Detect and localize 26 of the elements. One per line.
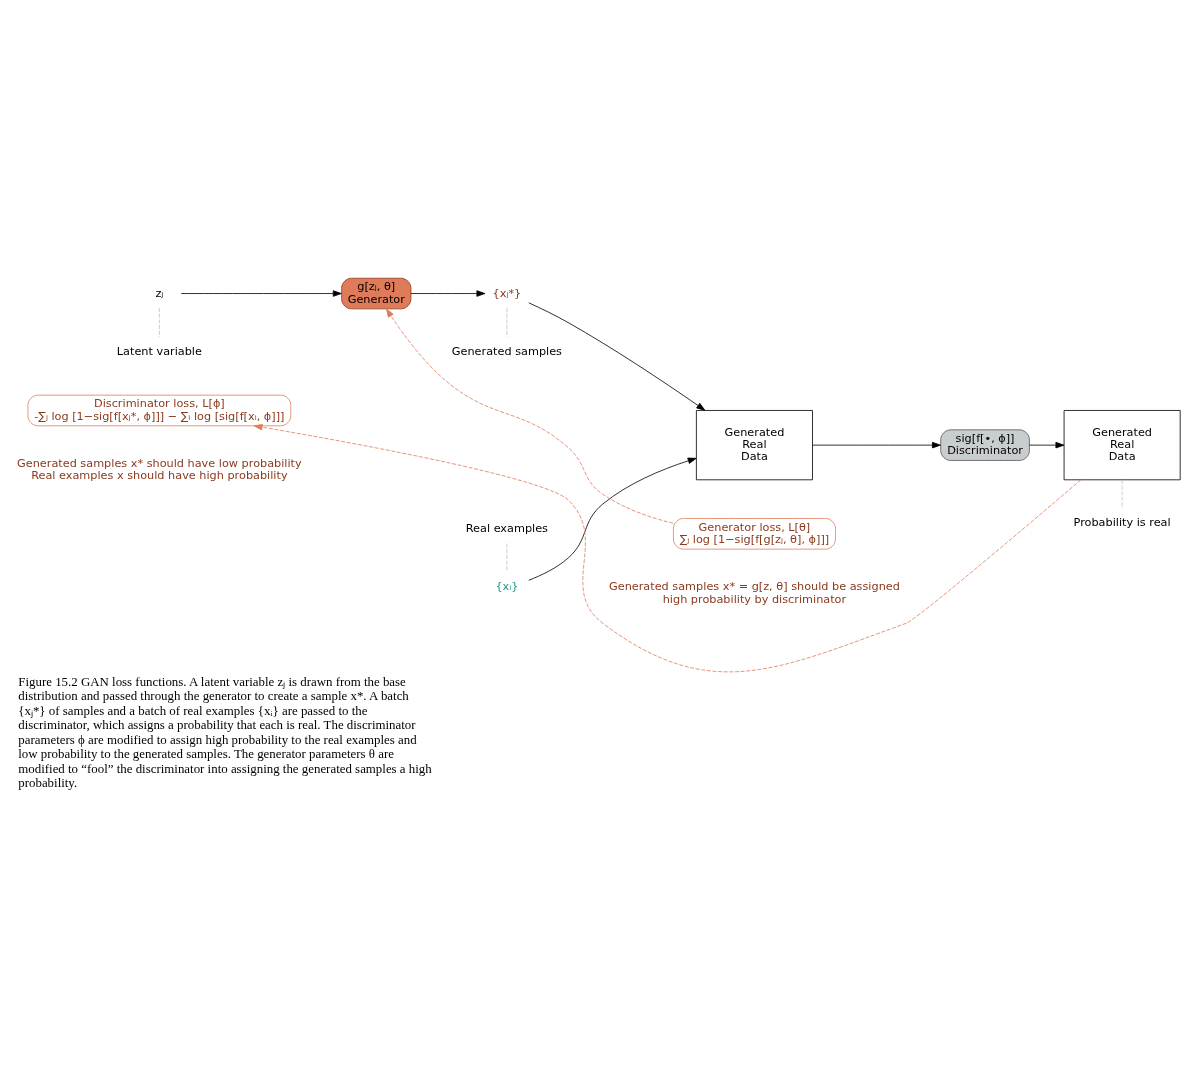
node-box: Generated Real Data — [1063, 409, 1181, 480]
arrow — [410, 289, 486, 297]
arrow — [528, 457, 697, 581]
node-box: Generated Real Data — [696, 409, 813, 480]
connector — [158, 307, 160, 337]
arrow — [180, 289, 342, 297]
arrow — [812, 441, 941, 448]
arrow — [386, 308, 674, 524]
node-box: Generator loss, L[θ] ∑ⱼ log [1−sig[f[g[zⱼ, θ], ϕ]]] — [673, 517, 836, 550]
node-text: Generated samples — [451, 344, 562, 358]
node-box: sig[f[•, ϕ]] Discriminator — [940, 428, 1030, 461]
connector — [1121, 479, 1123, 509]
node-text: {xᵢ} — [495, 579, 519, 593]
node-label: Generated samples x* should have low probability Real examples x should have high probability — [17, 456, 302, 482]
arrow — [1029, 441, 1065, 448]
node-label: Generated samples x* = g[z, θ] should be assigned high probability by discriminator — [609, 579, 900, 606]
node-text: Probability is real — [1073, 515, 1171, 529]
arrow — [528, 301, 706, 411]
node-text: Latent variable — [116, 344, 202, 358]
caption: Figure 15.2 GAN loss functions. A latent variable zⱼ is drawn from the base distribution and passed through the generator to create a sample x*. A batch {xⱼ*} of samples and a batch of real examples {xᵢ} are passed to the discriminator, which assigns a probability that each is real. The discriminator parameters ϕ are modified to assign high probability to the real examples and low probability to the generated samples. The generator parameters θ are modified to “fool” the discriminator into assigning the generated samples a high probability. — [18, 674, 432, 790]
node-text: zⱼ — [155, 286, 164, 300]
node-text: {xⱼ*} — [492, 286, 522, 300]
node-text: Real examples — [465, 521, 549, 535]
arrow — [253, 423, 1082, 672]
node-box: Discriminator loss, L[ϕ] -∑ⱼ log [1−sig[f[xⱼ*, ϕ]]] − ∑ᵢ log [sig[f[xᵢ, ϕ]]] — [27, 394, 292, 426]
node-box: g[zⱼ, θ] Generator — [341, 277, 412, 309]
